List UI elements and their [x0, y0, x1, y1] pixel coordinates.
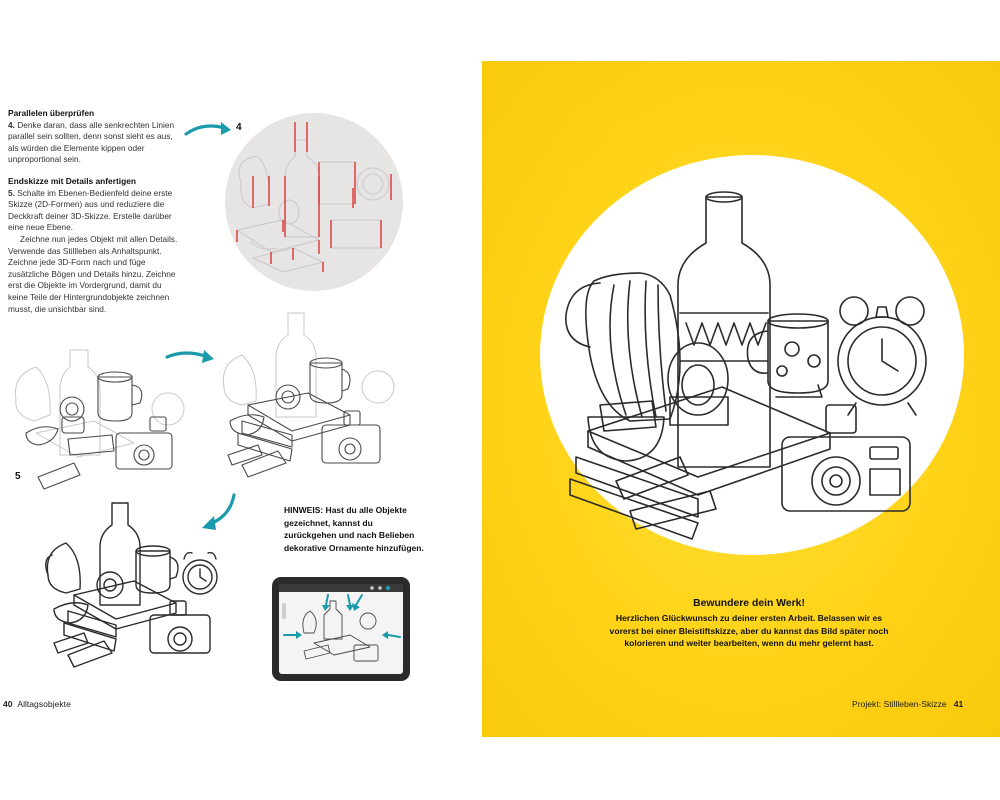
- still-life-sketch-light: [14, 349, 185, 490]
- still-life-sketch-partial: [222, 312, 395, 478]
- section-final-sketch: Endskizze mit Details anfertigen 5. Scha…: [8, 176, 180, 315]
- arrow-icon: [202, 493, 236, 530]
- section-heading: Parallelen überprüfen: [8, 108, 95, 118]
- caption-title: Bewundere dein Werk!: [693, 598, 805, 609]
- footer-title: Alltagsobjekte: [17, 699, 71, 709]
- footer-right: Projekt: Stillleben-Skizze 41: [852, 699, 963, 709]
- left-page: Parallelen überprüfen 4. Denke daran, da…: [0, 0, 485, 800]
- step-4-label: 4: [236, 122, 242, 133]
- still-life-sketch-final: [45, 502, 218, 668]
- section-text: Zeichne nun jedes Objekt mit allen Detai…: [8, 233, 178, 314]
- arrow-icon: [184, 122, 231, 136]
- instruction-column: Parallelen überprüfen 4. Denke daran, da…: [8, 108, 180, 325]
- section-text: Schalte im Ebenen-Bedienfeld deine erste…: [8, 187, 173, 233]
- section-heading: Endskizze mit Details anfertigen: [8, 175, 136, 186]
- parallel-guides-illustration: [225, 113, 403, 291]
- footer-title: Projekt: Stillleben-Skizze: [852, 699, 947, 709]
- arrow-icon: [165, 350, 214, 363]
- section-text: Denke daran, dass alle senkrechten Linie…: [8, 119, 175, 165]
- caption: Bewundere dein Werk! Herzlichen Glückwun…: [604, 598, 894, 650]
- tablet-illustration: [272, 577, 410, 681]
- footer-left: 40 Alltagsobjekte: [3, 699, 71, 709]
- hint-note: HINWEIS: Hast du alle Objekte gezeichnet…: [284, 505, 424, 553]
- step-5-label: 5: [15, 471, 21, 482]
- finished-still-life-illustration: [540, 155, 964, 555]
- page-number: 41: [953, 699, 964, 709]
- section-parallels: Parallelen überprüfen 4. Denke daran, da…: [8, 108, 180, 166]
- step-number: 5.: [8, 187, 15, 198]
- caption-body: Herzlichen Glückwunsch zu deiner ersten …: [609, 613, 889, 649]
- page-number: 40: [3, 699, 13, 709]
- step-number: 4.: [8, 119, 15, 130]
